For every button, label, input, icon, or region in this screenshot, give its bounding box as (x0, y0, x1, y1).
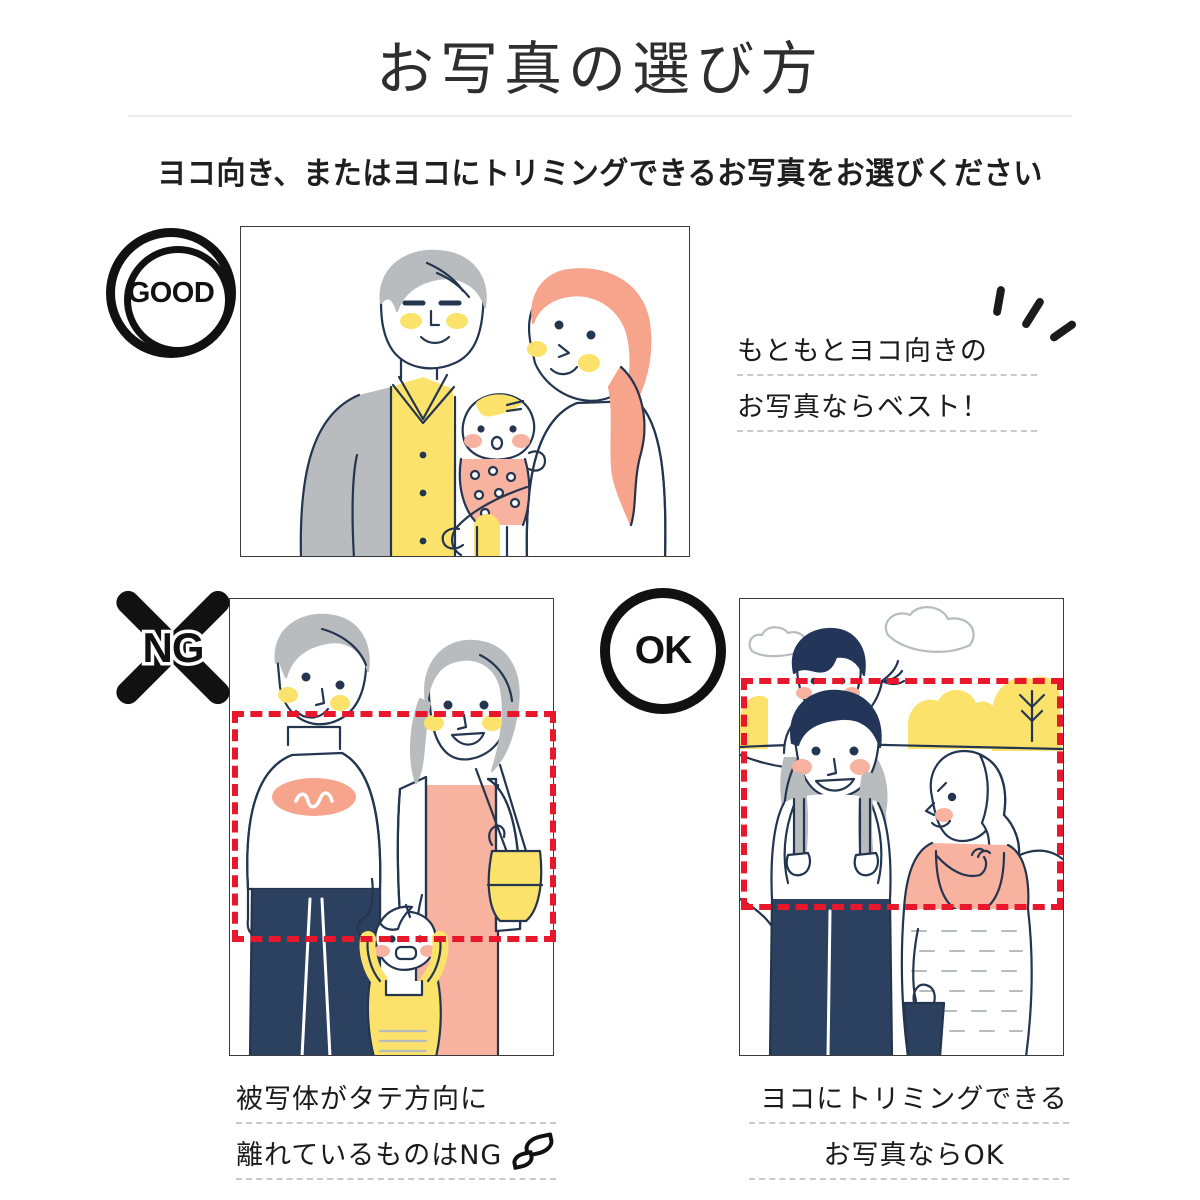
ok-badge: OK (600, 588, 726, 714)
ok-caption-line1-highlight: ヨコにトリミング (758, 1077, 987, 1116)
ng-badge-label: NG (139, 621, 208, 675)
good-callout-line1-highlight: ヨコ向き (845, 329, 962, 368)
ok-caption-line-2: お写真ならOK (749, 1124, 1079, 1180)
good-callout-line1-post: の (959, 335, 988, 367)
family-vertical-illustration (246, 613, 544, 1055)
ok-caption-line-1: ヨコにトリミングできる (749, 1068, 1079, 1124)
header-divider (128, 115, 1072, 117)
good-badge: GOOD (106, 228, 236, 358)
family-outdoor-illustration (740, 606, 1063, 1055)
family-indoor-illustration (299, 249, 667, 556)
ok-badge-label: OK (634, 629, 692, 672)
good-callout-line1-pre: もともと (737, 335, 848, 367)
ng-caption-line2-text: 離れているものはNG (236, 1139, 503, 1171)
ng-caption: 被写体がタテ方向に 離れているものはNG (236, 1068, 566, 1180)
ok-caption-line1-post: できる (984, 1083, 1068, 1115)
ng-badge: NG (104, 578, 242, 716)
ok-example-photo (739, 598, 1064, 1056)
good-badge-label: GOOD (127, 276, 215, 309)
good-callout-line-2: お写真ならベスト！ (737, 376, 1047, 432)
ng-caption-line-2: 離れているものはNG (236, 1124, 566, 1180)
page-subtitle: ヨコ向き、またはヨコにトリミングできるお写真をお選びください (157, 156, 1043, 191)
good-callout-line-1: もともとヨコ向きの (737, 320, 1047, 376)
ok-caption: ヨコにトリミングできる お写真ならOK (749, 1068, 1079, 1180)
page-title: お写真の選び方 (375, 35, 824, 103)
good-example-photo (240, 226, 690, 557)
good-callout: もともとヨコ向きの お写真ならベスト！ (737, 285, 1078, 432)
ng-example-photo (229, 598, 554, 1056)
sweat-drop-icon (510, 1132, 557, 1171)
ng-caption-line-1: 被写体がタテ方向に (236, 1068, 566, 1124)
